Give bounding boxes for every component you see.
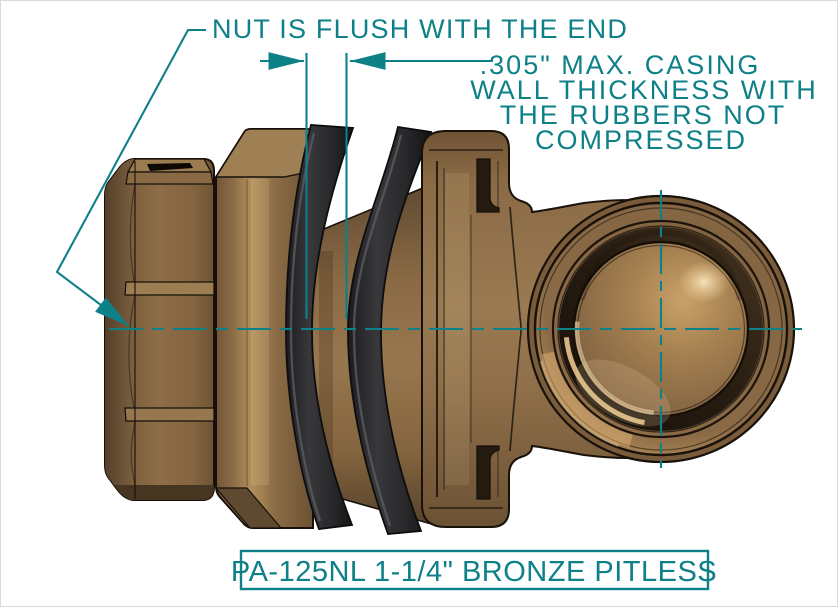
leader-line-nut-flush [55,28,206,327]
nut-facet-edge-lower [124,407,215,422]
nut-facet-edge-upper [124,281,215,296]
flange-top-face [214,128,314,178]
casing-wall-line-1: .305" MAX. CASING [480,50,761,80]
rubber-gasket-inner [347,125,433,535]
rubber-gasket-outer [285,124,355,530]
casing-wall-line-2: WALL THICKNESS WITH [470,75,818,105]
casing-wall-line-3: THE RUBBERS NOT [500,100,787,130]
discharge-boss [526,194,796,464]
clamp-slot-bottom [476,445,500,500]
hex-nut [104,158,215,501]
title-block-text: PA-125NL 1-1/4" BRONZE PITLESS [231,556,717,588]
ball-specular-highlight [678,261,730,303]
clamp-slot-top [476,158,500,213]
callout-casing-wall: .305" MAX. CASING WALL THICKNESS WITH TH… [470,50,818,155]
callout-nut-flush: NUT IS FLUSH WITH THE END [212,14,628,44]
groove-highlight-arc [563,337,645,426]
casing-wall-line-4: COMPRESSED [535,125,747,155]
title-block: PA-125NL 1-1/4" BRONZE PITLESS [231,549,717,591]
title-block-box [239,549,710,591]
nut-thread-slot [147,163,193,171]
flange-bottom-chamfer [214,487,283,529]
